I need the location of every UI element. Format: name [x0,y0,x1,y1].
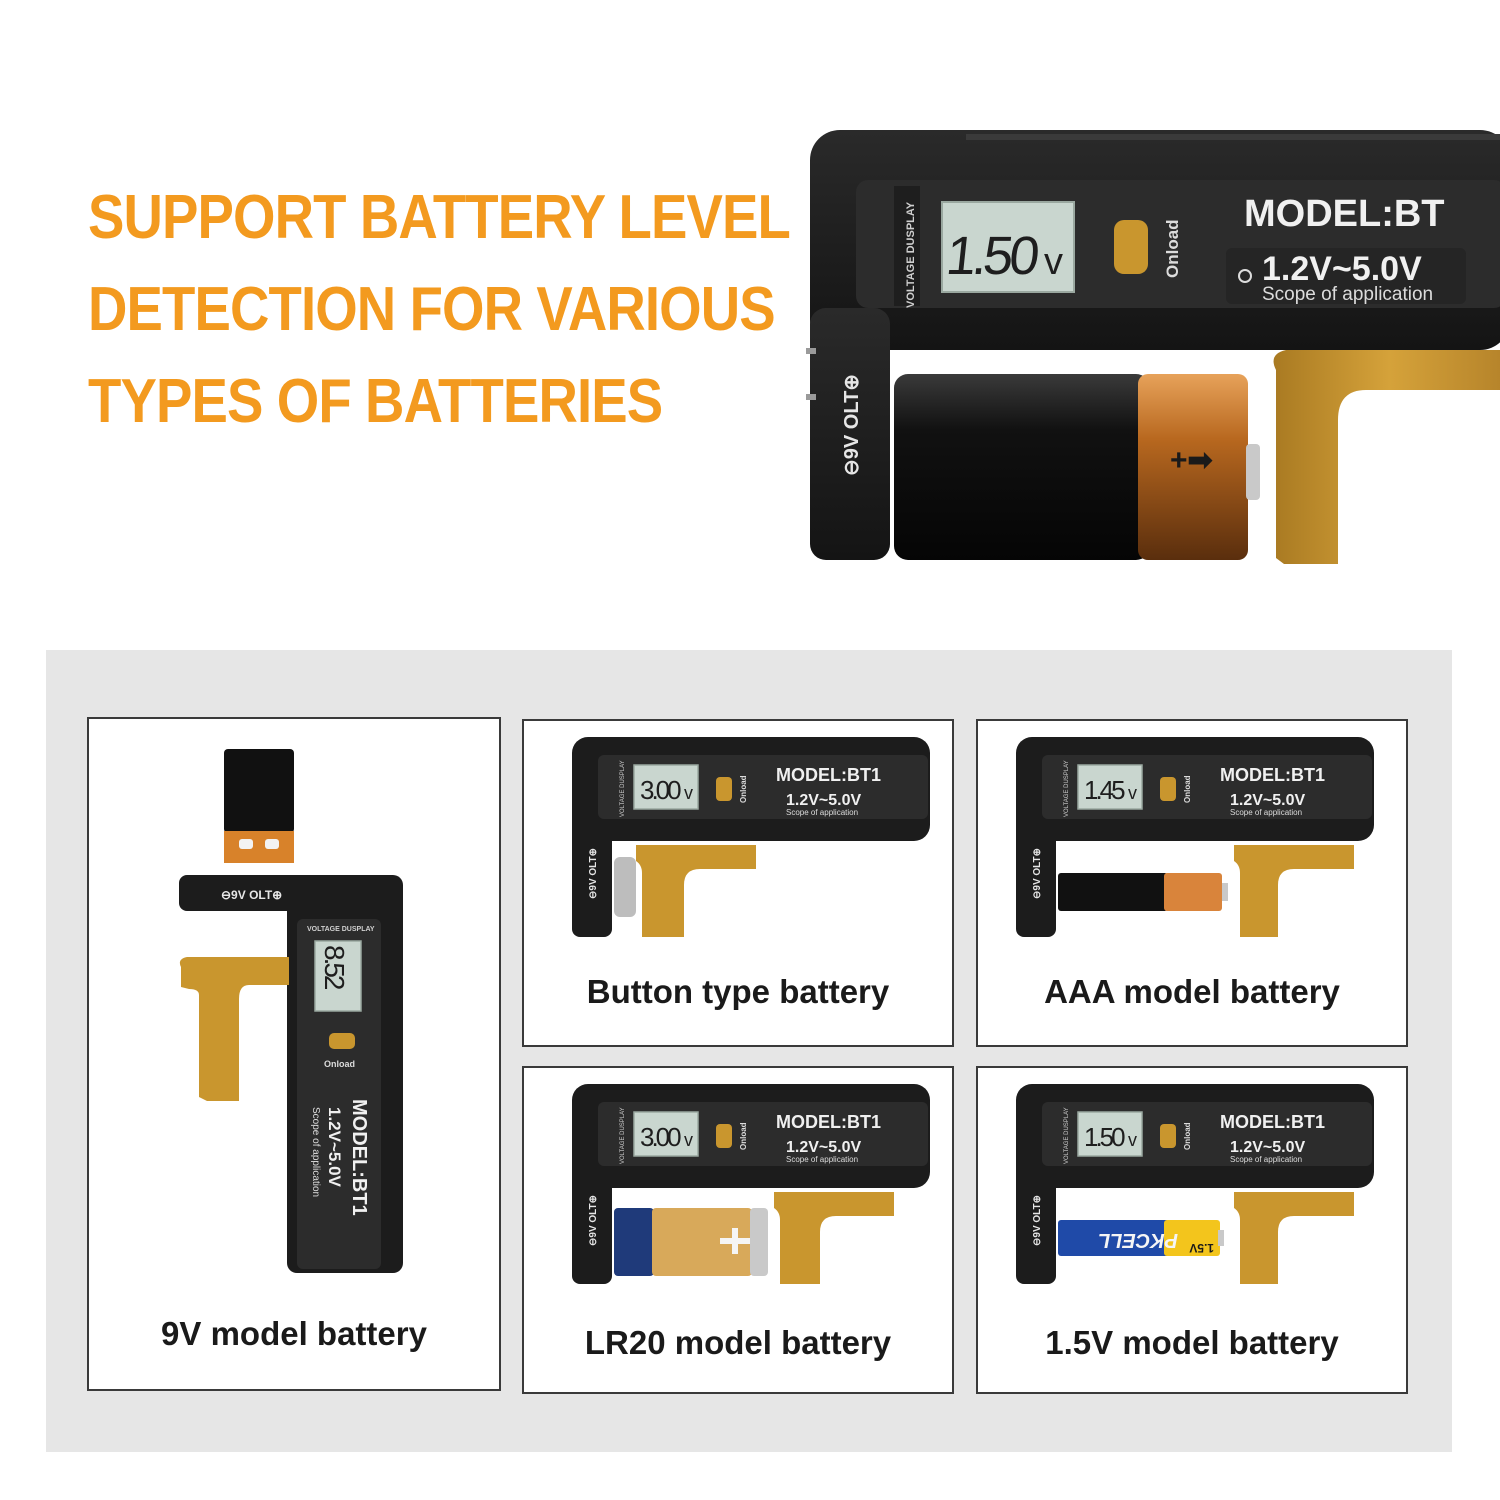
svg-text:⊖9V OLT⊕: ⊖9V OLT⊕ [1032,848,1043,899]
card-9v-side-label: VOLTAGE DUSPLAY [307,926,375,933]
hero-polarity-mark: +➡ [1170,444,1214,477]
card-button-model-text: MODEL:BT1 [776,765,881,785]
card-1-5v-battery: VOLTAGE DUSPLAY 1.50 v Onload MODEL:BT1 … [976,1066,1408,1394]
card-9v-range-text: 1.2V~5.0V [325,1107,344,1188]
battery-types-panel: ⊖9V OLT⊕ VOLTAGE DUSPLAY 8.52 Onload MOD… [46,650,1452,1452]
svg-text:Scope of application: Scope of application [1230,1155,1302,1164]
svg-text:VOLTAGE DUSPLAY: VOLTAGE DUSPLAY [620,1107,626,1164]
hero-lcd [941,201,1075,293]
card-1-5v-lcd-reading: 1.50 [1084,1122,1125,1152]
card-9v-illustration: ⊖9V OLT⊕ VOLTAGE DUSPLAY 8.52 Onload MOD… [179,749,403,1273]
hero-slider [1273,350,1500,564]
card-1-5v-model-text: MODEL:BT1 [1220,1112,1325,1132]
headline-line-2: DETECTION FOR VARIOUS [88,275,776,344]
card-9v-scope-text: Scope of application [310,1107,321,1197]
card-aaa-lcd-reading: 1.45 [1084,775,1125,805]
svg-text:VOLTAGE DUSPLAY: VOLTAGE DUSPLAY [1064,760,1070,817]
hero-lcd-unit: v [1044,241,1063,283]
card-9v-lcd-reading: 8.52 [319,945,350,990]
svg-text:1.2V~5.0V: 1.2V~5.0V [786,792,862,809]
svg-text:v: v [684,1130,693,1150]
svg-text:Onload: Onload [1183,775,1192,803]
card-aaa-label: AAA model battery [1044,973,1340,1010]
card-9v-onload-label: Onload [324,1059,355,1069]
card-button-lcd-reading: 3.00 [640,775,681,805]
card-1-5v-label: 1.5V model battery [1045,1324,1339,1361]
svg-text:Scope of application: Scope of application [786,808,858,817]
card-1-5v-illustration: VOLTAGE DUSPLAY 1.50 v Onload MODEL:BT1 … [1016,1084,1374,1284]
headline: SUPPORT BATTERY LEVEL DETECTION FOR VARI… [88,172,791,448]
card-9v-terminal-label: ⊖9V OLT⊕ [221,888,282,902]
card-aaa-model-text: MODEL:BT1 [1220,765,1325,785]
svg-text:1.2V~5.0V: 1.2V~5.0V [1230,1139,1306,1156]
hero-scope-text: Scope of application [1262,284,1433,305]
svg-text:v: v [1128,783,1137,803]
card-aaa-illustration: VOLTAGE DUSPLAY 1.45 v Onload MODEL:BT1 … [1016,737,1374,937]
card-lr20-battery: VOLTAGE DUSPLAY 3.00 v Onload MODEL:BT1 … [522,1066,954,1394]
svg-text:1.2V~5.0V: 1.2V~5.0V [786,1139,862,1156]
svg-text:v: v [684,783,693,803]
card-1-5v-battery-voltage: 1.5V [1189,1241,1214,1255]
hero-device-image: VOLTAGE DUSPLAY 1.50 v Onload MODEL:BT 1… [806,128,1500,564]
card-lr20-illustration: VOLTAGE DUSPLAY 3.00 v Onload MODEL:BT1 … [572,1084,930,1284]
hero-onload-button [1114,220,1148,274]
svg-text:1.2V~5.0V: 1.2V~5.0V [1230,792,1306,809]
hero-d-cell-battery: +➡ [894,374,1260,560]
hero-grip-ribs [966,134,1500,140]
svg-text:⊖9V OLT⊕: ⊖9V OLT⊕ [588,1195,599,1246]
card-button-battery: VOLTAGE DUSPLAY 3.00 v Onload MODEL:BT1 … [522,719,954,1047]
svg-text:Scope of application: Scope of application [786,1155,858,1164]
card-9v-label: 9V model battery [161,1315,427,1352]
svg-text:⊖9V OLT⊕: ⊖9V OLT⊕ [588,848,599,899]
card-9v-model-text: MODEL:BT1 [348,1099,370,1216]
svg-text:Onload: Onload [739,1122,748,1150]
card-lr20-lcd-reading: 3.00 [640,1122,681,1152]
card-9v-battery: ⊖9V OLT⊕ VOLTAGE DUSPLAY 8.52 Onload MOD… [87,717,501,1391]
hero-onload-label: Onload [1163,219,1182,278]
headline-line-1: SUPPORT BATTERY LEVEL [88,183,791,252]
svg-text:Onload: Onload [1183,1122,1192,1150]
svg-text:VOLTAGE DUSPLAY: VOLTAGE DUSPLAY [620,760,626,817]
card-lr20-model-text: MODEL:BT1 [776,1112,881,1132]
svg-text:Onload: Onload [739,775,748,803]
headline-line-3: TYPES OF BATTERIES [88,367,663,436]
card-button-label: Button type battery [586,973,890,1010]
card-1-5v-brand: PKCELL [1098,1229,1178,1251]
card-lr20-label: LR20 model battery [584,1324,892,1361]
svg-text:VOLTAGE DUSPLAY: VOLTAGE DUSPLAY [1064,1107,1070,1164]
hero-side-label: VOLTAGE DUSPLAY [905,201,917,308]
card-aaa-battery: VOLTAGE DUSPLAY 1.45 v Onload MODEL:BT1 … [976,719,1408,1047]
svg-text:Scope of application: Scope of application [1230,808,1302,817]
hero-handle [810,308,890,560]
hero-range-text: 1.2V~5.0V [1262,250,1422,288]
svg-text:⊖9V OLT⊕: ⊖9V OLT⊕ [1032,1195,1043,1246]
hero-terminal-label: ⊖9V OLT⊕ [841,374,863,476]
hero-lcd-reading: 1.50 [943,226,1040,286]
hero-model-text: MODEL:BT [1244,193,1445,235]
svg-text:v: v [1128,1130,1137,1150]
card-button-illustration: VOLTAGE DUSPLAY 3.00 v Onload MODEL:BT1 … [572,737,930,937]
